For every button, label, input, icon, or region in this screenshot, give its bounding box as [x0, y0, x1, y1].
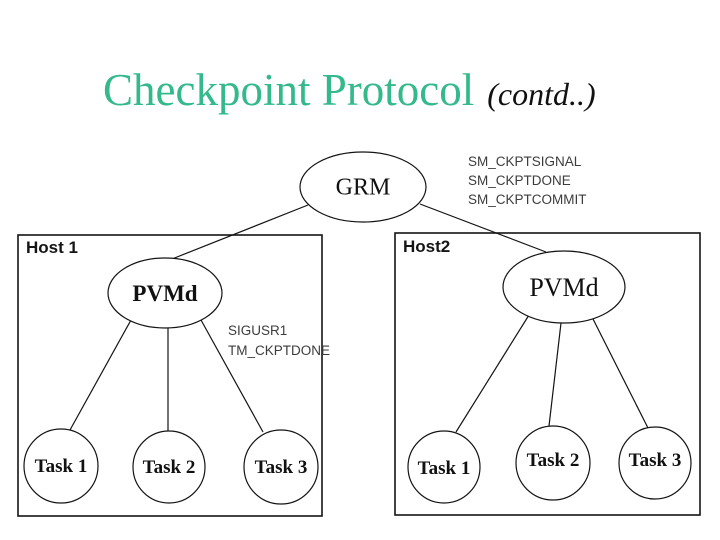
host1-pvmd-ellipse [107, 257, 223, 329]
slide-title: Checkpoint Protocol [103, 65, 475, 115]
host1-pvmd-label: PVMd [132, 281, 198, 306]
host2-task1-label: Task 1 [417, 458, 471, 479]
host2-pvmd-label: PVMd [529, 273, 599, 302]
host1-task2-circle [132, 430, 206, 504]
connector-pvmd2-task2 [548, 322, 562, 427]
grm-message-line: SM_CKPTDONE [468, 173, 571, 188]
grm-message-line: SM_CKPTSIGNAL [468, 154, 582, 169]
host1-box [17, 234, 323, 517]
grm-node-label: GRM [335, 174, 391, 201]
host2-task2-label: Task 2 [526, 450, 580, 471]
host2-pvmd-ellipse [502, 250, 626, 324]
connector-grm-pvmd2 [419, 203, 547, 253]
connector-pvmd1-task3 [200, 319, 264, 433]
host1-title: Host 1 [26, 238, 78, 257]
connector-pvmd2-task3 [591, 316, 649, 429]
host2-task1-circle [407, 430, 481, 504]
host1-signal-line: SIGUSR1 [228, 323, 288, 338]
slide-title-row: Checkpoint Protocol (contd..) [103, 65, 596, 116]
host1-signal-list: SIGUSR1 TM_CKPTDONE [228, 321, 330, 361]
host1-task3-circle [243, 429, 319, 505]
host1-task2-label: Task 2 [142, 457, 196, 478]
host1-signal-line: TM_CKPTDONE [228, 343, 331, 358]
grm-message-list: SM_CKPTSIGNAL SM_CKPTDONE SM_CKPTCOMMIT [468, 152, 587, 209]
host2-box [394, 232, 701, 516]
grm-node-ellipse [299, 151, 427, 223]
connector-pvmd1-task1 [69, 319, 132, 431]
grm-message-line: SM_CKPTCOMMIT [468, 192, 587, 207]
host1-task1-circle [23, 428, 99, 504]
host1-task1-label: Task 1 [34, 456, 88, 477]
host2-task3-label: Task 3 [628, 450, 682, 471]
host2-title: Host2 [403, 237, 451, 256]
connector-grm-pvmd1 [171, 204, 309, 260]
host1-task3-label: Task 3 [254, 457, 308, 478]
slide-subtitle: (contd..) [487, 76, 596, 112]
host2-task3-circle [618, 426, 692, 500]
connector-pvmd2-task1 [455, 314, 530, 433]
host2-task2-circle [515, 425, 591, 501]
